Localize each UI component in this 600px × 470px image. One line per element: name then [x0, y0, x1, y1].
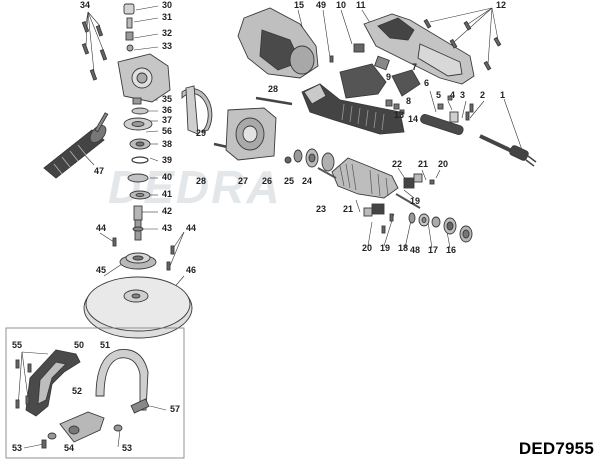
part-label-17: 17	[428, 245, 438, 255]
part-label-9: 9	[386, 72, 391, 82]
model-code: DED7955	[518, 439, 594, 458]
accessory-inset-frame	[5, 327, 185, 459]
part-label-29: 29	[196, 128, 206, 138]
part-label-47: 47	[94, 166, 104, 176]
part-1-shape	[509, 145, 529, 161]
part-label-15: 15	[294, 0, 304, 10]
rear-handle-shape	[301, 83, 405, 135]
part-label-36: 36	[162, 105, 172, 115]
part-label-21-1: 21	[418, 159, 428, 169]
part-44-screws	[112, 237, 175, 271]
part-23-shape	[331, 157, 399, 199]
part-34-screws	[81, 21, 108, 81]
part-label-1: 1	[500, 90, 505, 100]
part-label-6: 6	[424, 78, 429, 88]
part-33-shape	[126, 44, 134, 52]
part-label-20-1: 20	[438, 159, 448, 169]
part-label-46: 46	[186, 265, 196, 275]
switch-module-shape	[339, 63, 387, 99]
part-label-20-2: 20	[362, 243, 372, 253]
part-label-5: 5	[436, 90, 441, 100]
part-label-7: 7	[412, 62, 417, 72]
part-label-55: 55	[12, 340, 22, 350]
part-label-19-2: 19	[380, 243, 390, 253]
part-label-44-2: 44	[186, 223, 196, 233]
part-label-25: 25	[284, 176, 294, 186]
parts-artwork	[5, 3, 537, 459]
part-label-11: 11	[356, 0, 366, 10]
part-label-16: 16	[446, 245, 456, 255]
part-30-shape	[123, 3, 135, 15]
part-label-43: 43	[162, 223, 172, 233]
part-label-8: 8	[406, 96, 411, 106]
part-label-52: 52	[72, 386, 82, 396]
part-label-13: 13	[394, 110, 404, 120]
part-label-27: 27	[238, 176, 248, 186]
part-6-shape	[420, 113, 464, 135]
part-55-screws	[15, 359, 32, 409]
part-label-44-1: 44	[96, 223, 106, 233]
part-label-4: 4	[450, 90, 455, 100]
part-label-31: 31	[162, 12, 172, 22]
part-label-22: 22	[392, 159, 402, 169]
part-label-41: 41	[162, 189, 172, 199]
part-12-screws	[423, 18, 502, 71]
part-label-19-1: 19	[410, 196, 420, 206]
part-label-56: 56	[162, 126, 172, 136]
part-label-50: 50	[74, 340, 84, 350]
part-label-53-2: 53	[122, 443, 132, 453]
part-label-37: 37	[162, 115, 172, 125]
part-label-2: 2	[480, 90, 485, 100]
part-label-30: 30	[162, 0, 172, 10]
part-label-3: 3	[460, 90, 465, 100]
part-label-48: 48	[410, 245, 420, 255]
part-label-49: 49	[316, 0, 326, 10]
part-47-shape	[43, 129, 105, 179]
part-label-35: 35	[162, 94, 172, 104]
part-label-14: 14	[408, 114, 418, 124]
part-label-38: 38	[162, 139, 172, 149]
part-32-shape	[125, 31, 134, 41]
part-label-21-2: 21	[343, 204, 353, 214]
part-52-shape	[59, 411, 105, 443]
part-label-32: 32	[162, 28, 172, 38]
part-label-51: 51	[100, 340, 110, 350]
part-label-45: 45	[96, 265, 106, 275]
part-label-33: 33	[162, 41, 172, 51]
part-label-57: 57	[170, 404, 180, 414]
part-label-39: 39	[162, 155, 172, 165]
part-label-34: 34	[80, 0, 90, 10]
part-50-shape	[25, 349, 81, 417]
part-label-40: 40	[162, 172, 172, 182]
part-label-53-1: 53	[12, 443, 22, 453]
part-31-shape	[126, 17, 133, 29]
part-label-54: 54	[64, 443, 74, 453]
part-10-shape	[353, 43, 365, 53]
part-label-26: 26	[262, 176, 272, 186]
part-label-28-1: 28	[268, 84, 278, 94]
part-label-12: 12	[496, 0, 506, 10]
watermark-logo: DEDRA	[108, 161, 282, 213]
part-label-10: 10	[336, 0, 346, 10]
part-label-42: 42	[162, 206, 172, 216]
part-51-shape	[95, 349, 149, 411]
part-label-24: 24	[302, 176, 312, 186]
part-label-28-2: 28	[196, 176, 206, 186]
part-label-18: 18	[398, 243, 408, 253]
part-42-shape	[133, 205, 143, 221]
part-label-23: 23	[316, 204, 326, 214]
